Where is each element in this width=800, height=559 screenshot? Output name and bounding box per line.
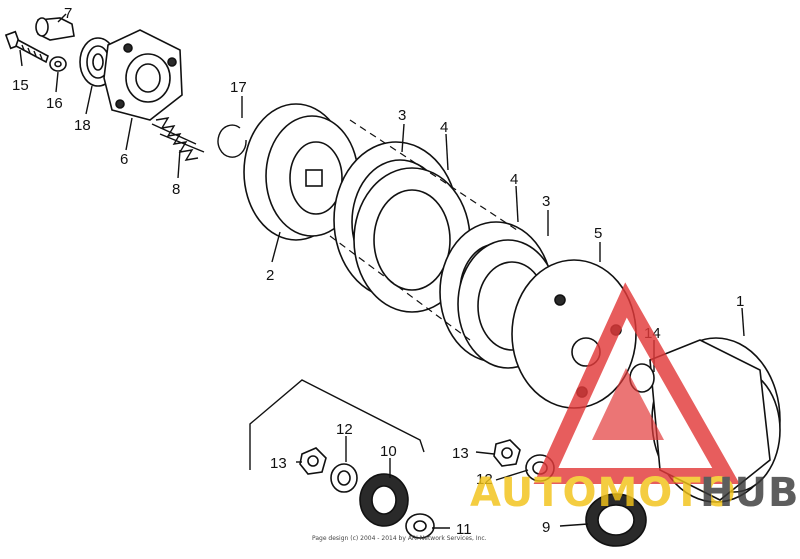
callout-10: 10 (380, 443, 397, 460)
part-16-washer (49, 56, 67, 72)
part-9-drive-gear (585, 493, 647, 547)
watermark-triangle-inner (592, 368, 664, 440)
callout-3-mid: 3 (542, 193, 550, 210)
watermark-text-hub: HUB (700, 470, 799, 516)
callout-12-right: 12 (476, 471, 493, 488)
callout-6: 6 (120, 151, 128, 168)
callout-18: 18 (74, 117, 91, 134)
callout-4-top: 4 (440, 119, 448, 136)
callout-13-left: 13 (270, 455, 287, 472)
copyright-notice: Page design (c) 2004 - 2014 by ARI Netwo… (312, 535, 487, 542)
part-10-gear (359, 473, 409, 527)
bracket-group (249, 379, 425, 470)
callout-3-top: 3 (398, 107, 406, 124)
part-11-bushing (405, 513, 435, 539)
part-15-bolt (4, 30, 49, 64)
part-17-circlip (217, 124, 247, 158)
part-12-washer-left (330, 463, 358, 493)
part-8-spring (151, 117, 205, 161)
callout-1: 1 (736, 293, 744, 310)
part-6-lifter-plate (103, 29, 183, 121)
callout-12-left: 12 (336, 421, 353, 438)
callout-17: 17 (230, 79, 247, 96)
callout-15: 15 (12, 77, 29, 94)
callout-7: 7 (64, 5, 72, 22)
callout-16: 16 (46, 95, 63, 112)
watermark-triangle-outer (533, 282, 740, 484)
watermark-logo: AUTOMOTO HUB (470, 282, 799, 516)
callout-9: 9 (542, 519, 550, 536)
watermark-text-automoto: AUTOMOTO (470, 470, 737, 516)
alignment-lines (329, 119, 521, 341)
callout-11: 11 (456, 521, 472, 538)
callout-2: 2 (266, 267, 274, 284)
part-2-pressure-plate (243, 103, 359, 241)
part-13-nut-left (299, 447, 327, 475)
part-13-nut-right (493, 439, 521, 467)
callout-8: 8 (172, 181, 180, 198)
callout-13-right: 13 (452, 445, 469, 462)
leader-lines (19, 13, 745, 529)
callout-5: 5 (594, 225, 602, 242)
callout-4-mid: 4 (510, 171, 518, 188)
part-7-pin (35, 17, 75, 41)
